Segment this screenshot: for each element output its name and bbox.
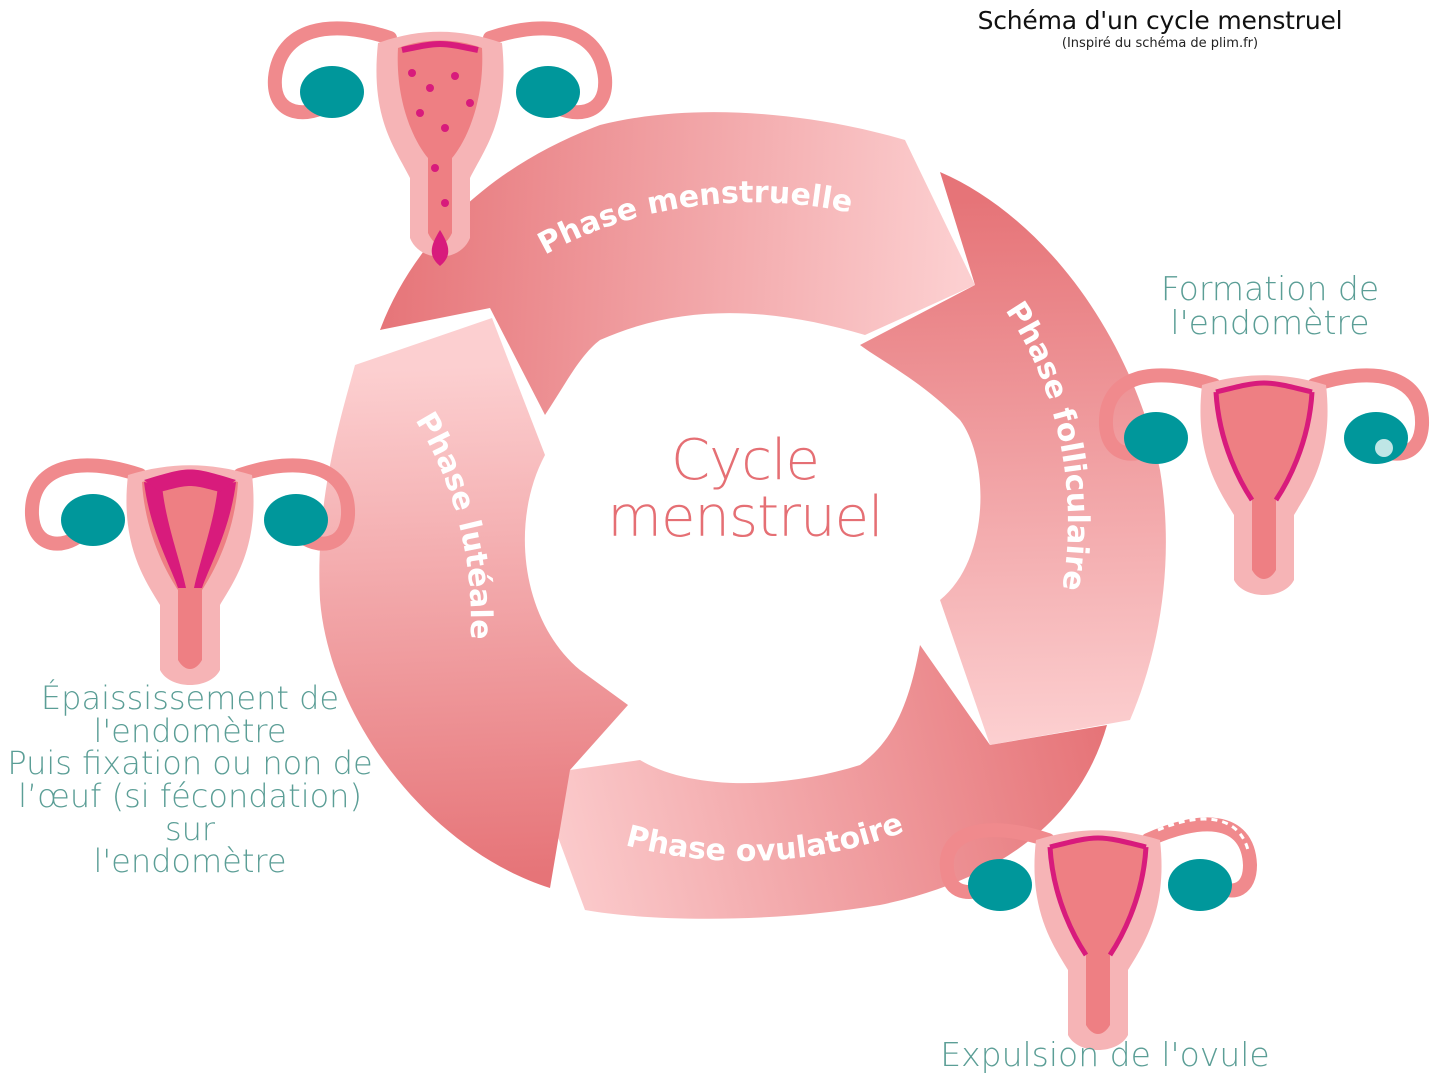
caption-line: Formation de bbox=[1140, 272, 1400, 306]
caption-ovulatoire: Expulsion de l'ovule bbox=[930, 1038, 1280, 1072]
caption-line: Puis fixation ou non de bbox=[0, 747, 380, 780]
center-title-line-2: menstruel bbox=[560, 489, 930, 546]
caption-line: Épaississement de bbox=[0, 682, 380, 715]
page-title: Schéma d'un cycle menstruel bbox=[950, 6, 1370, 35]
caption-line: l'endomètre bbox=[0, 845, 380, 878]
page-subtitle: (Inspiré du schéma de plim.fr) bbox=[950, 36, 1370, 51]
caption-line: l'endomètre bbox=[0, 715, 380, 748]
caption-folliculaire: Formation de l'endomètre bbox=[1140, 272, 1400, 339]
center-title-line-1: Cycle bbox=[560, 432, 930, 489]
header: Schéma d'un cycle menstruel (Inspiré du … bbox=[950, 6, 1370, 51]
caption-line: Expulsion de l'ovule bbox=[930, 1038, 1280, 1072]
caption-line: l’œuf (si fécondation) sur bbox=[0, 780, 380, 845]
center-title: Cycle menstruel bbox=[560, 432, 930, 546]
caption-line: l'endomètre bbox=[1140, 306, 1400, 340]
caption-luteale: Épaississement de l'endomètre Puis fixat… bbox=[0, 682, 380, 878]
uterus-luteal-illustration bbox=[32, 465, 348, 685]
